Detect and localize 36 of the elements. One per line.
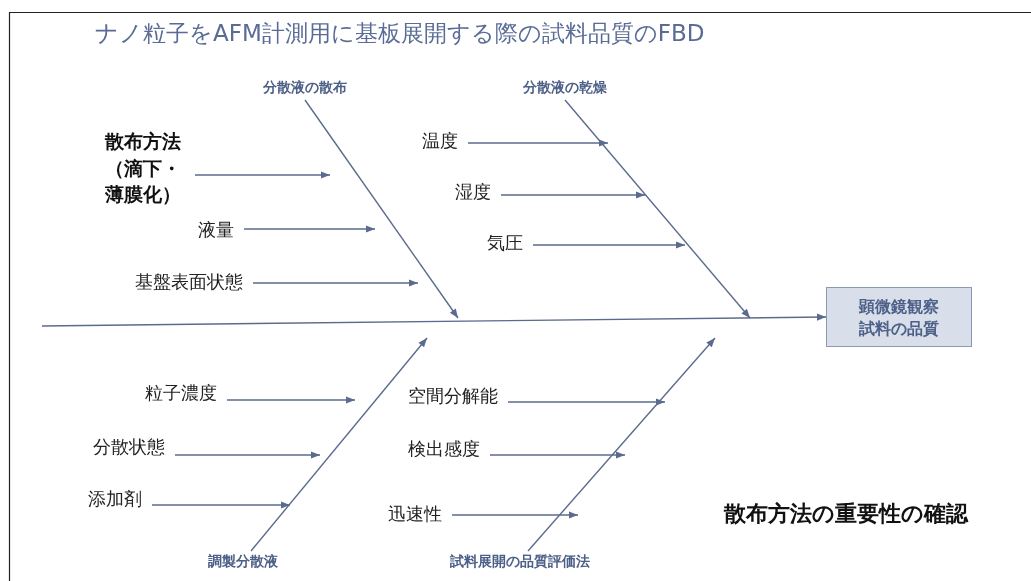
cause-label: 空間分解能 (408, 385, 498, 407)
note: 散布方法の重要性の確認 (724, 500, 970, 528)
cause-label: 分散状態 (93, 436, 165, 458)
arrow (41, 313, 827, 327)
arrow (250, 337, 428, 552)
arrow (451, 511, 579, 519)
category-label: 調製分散液 (208, 553, 278, 570)
arrow (527, 337, 716, 552)
arrow (151, 501, 291, 509)
arrow (532, 241, 686, 249)
cause-label: 温度 (422, 130, 458, 152)
title: ナノ粒子をAFM計測用に基板展開する際の試料品質のFBD (95, 19, 705, 48)
arrow (194, 171, 331, 179)
cause-label: 基盤表面状態 (135, 271, 243, 293)
arrow (243, 225, 376, 233)
arrow (564, 99, 751, 319)
cause-label: 気圧 (487, 232, 523, 254)
cause-label: 粒子濃度 (145, 382, 217, 404)
category-label: 分散液の乾燥 (523, 79, 607, 96)
arrow (174, 451, 321, 459)
cause-label: 湿度 (455, 181, 491, 203)
category-label: 分散液の散布 (263, 79, 347, 96)
cause-label: 迅速性 (388, 503, 442, 525)
category-label: 試料展開の品質評価法 (450, 553, 590, 570)
arrow (252, 279, 419, 287)
arrow (489, 451, 626, 459)
arrow (500, 191, 646, 199)
cause-label: 液量 (198, 219, 234, 241)
cause-label: 散布方法（滴下・薄膜化） (105, 128, 185, 208)
effect-box: 顕微鏡観察試料の品質 (826, 287, 972, 347)
arrow (226, 396, 356, 404)
cause-label: 検出感度 (408, 438, 480, 460)
arrow (304, 99, 459, 319)
cause-label: 添加剤 (88, 488, 142, 510)
arrow (507, 398, 666, 406)
arrow (467, 139, 609, 147)
